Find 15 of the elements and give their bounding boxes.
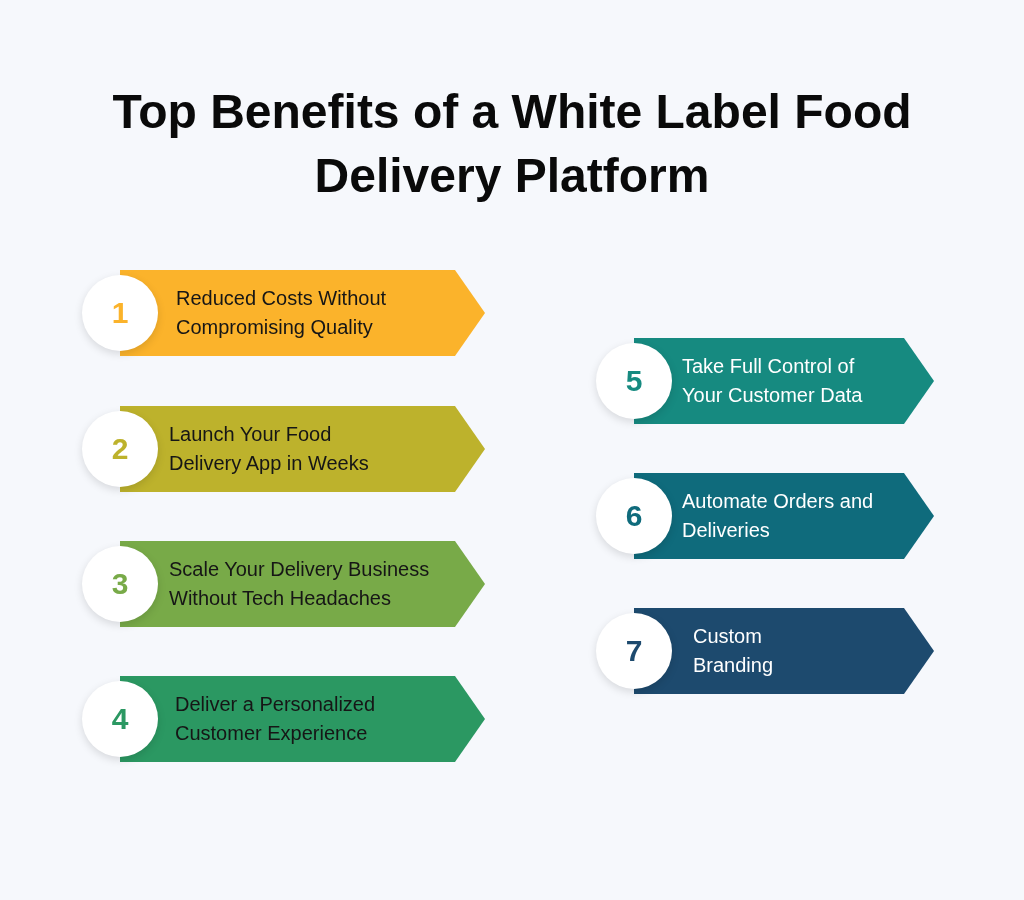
benefit-text: Take Full Control of Your Customer Data xyxy=(682,354,864,408)
benefit-text: Scale Your Delivery Business Without Tech Headaches xyxy=(169,557,431,611)
benefit-text: Automate Orders and Deliveries xyxy=(682,489,875,543)
number-circle: 7 xyxy=(596,613,672,689)
benefit-text: Deliver a Personalized Customer Experience xyxy=(175,692,377,746)
benefit-text: Custom Branding xyxy=(693,624,775,678)
benefit-text: Reduced Costs Without Compromising Quality xyxy=(176,286,388,340)
number-circle: 5 xyxy=(596,343,672,419)
number-circle: 2 xyxy=(82,411,158,487)
number-circle: 4 xyxy=(82,681,158,757)
title: Top Benefits of a White Label Food Delivery Platform xyxy=(111,84,913,204)
number-circle: 1 xyxy=(82,275,158,351)
number-circle: 3 xyxy=(82,546,158,622)
benefit-text: Launch Your Food Delivery App in Weeks xyxy=(169,422,369,476)
number-circle: 6 xyxy=(596,478,672,554)
